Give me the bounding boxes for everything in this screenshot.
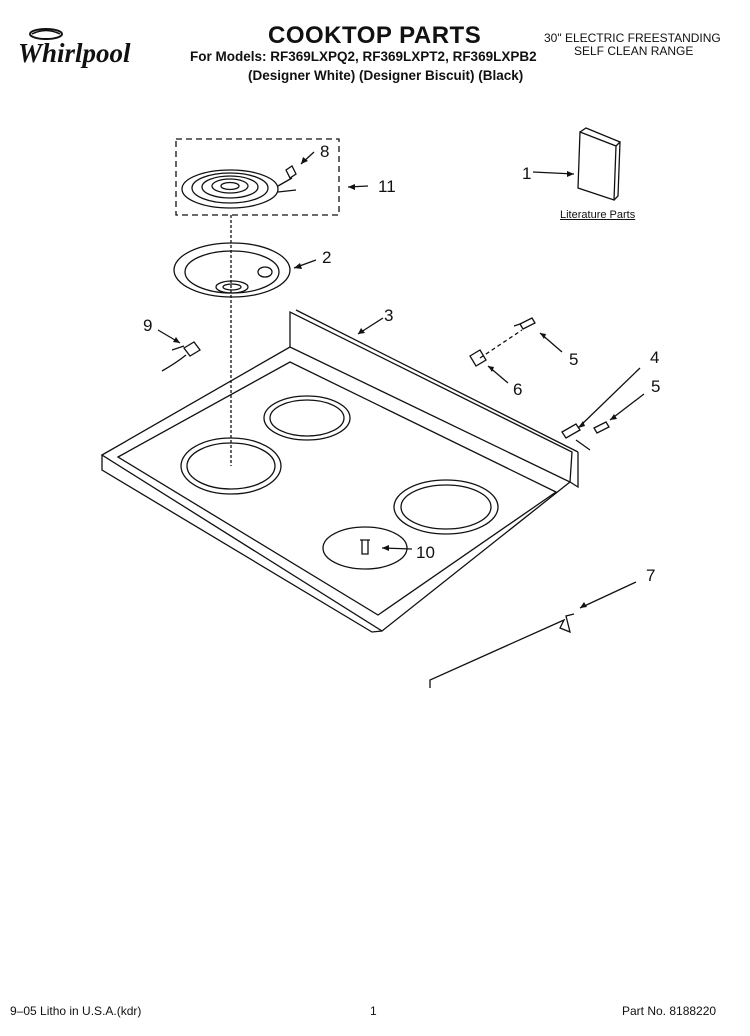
footer-litho: 9–05 Litho in U.S.A.(kdr) bbox=[10, 1004, 142, 1018]
callout-5-lower: 5 bbox=[651, 377, 661, 396]
literature-booklet bbox=[577, 131, 617, 201]
literature-parts-label: Literature Parts bbox=[560, 209, 636, 221]
rod-part7 bbox=[429, 613, 575, 688]
cooktop-main bbox=[100, 309, 579, 633]
callout-7: 7 bbox=[646, 566, 656, 585]
callout-1: 1 bbox=[522, 164, 532, 183]
screw-part5-right bbox=[593, 421, 610, 434]
callout-11: 11 bbox=[378, 177, 396, 196]
callout-2: 2 bbox=[322, 248, 332, 267]
bracket-part4 bbox=[561, 423, 591, 451]
svg-text:Whirlpool: Whirlpool bbox=[18, 38, 131, 68]
page-number: 1 bbox=[370, 1004, 377, 1018]
element-group-box bbox=[175, 138, 340, 216]
product-type-line2: SELF CLEAN RANGE bbox=[574, 44, 694, 58]
terminal-block-part8 bbox=[285, 165, 297, 179]
part-number: Part No. 8188220 bbox=[622, 1004, 717, 1018]
whirlpool-logo: Whirlpool bbox=[18, 28, 131, 68]
callout-8: 8 bbox=[320, 142, 330, 161]
model-numbers: For Models: RF369LXPQ2, RF369LXPT2, RF36… bbox=[190, 49, 537, 64]
wire-harness bbox=[161, 341, 201, 372]
callout-5-upper: 5 bbox=[569, 350, 579, 369]
callout-4: 4 bbox=[650, 348, 660, 367]
callout-9: 9 bbox=[143, 316, 153, 335]
surface-element bbox=[181, 169, 297, 209]
callout-3: 3 bbox=[384, 306, 394, 325]
product-type-line1: 30" ELECTRIC FREESTANDING bbox=[544, 31, 721, 45]
color-variants: (Designer White) (Designer Biscuit) (Bla… bbox=[248, 68, 524, 83]
screw-part10 bbox=[360, 539, 370, 555]
clip-part6 bbox=[469, 349, 487, 367]
callout-10: 10 bbox=[416, 543, 435, 562]
callout-6: 6 bbox=[513, 380, 523, 399]
screw-part5 bbox=[513, 317, 536, 330]
page-title: COOKTOP PARTS bbox=[268, 22, 482, 49]
drip-bowl bbox=[173, 242, 291, 298]
